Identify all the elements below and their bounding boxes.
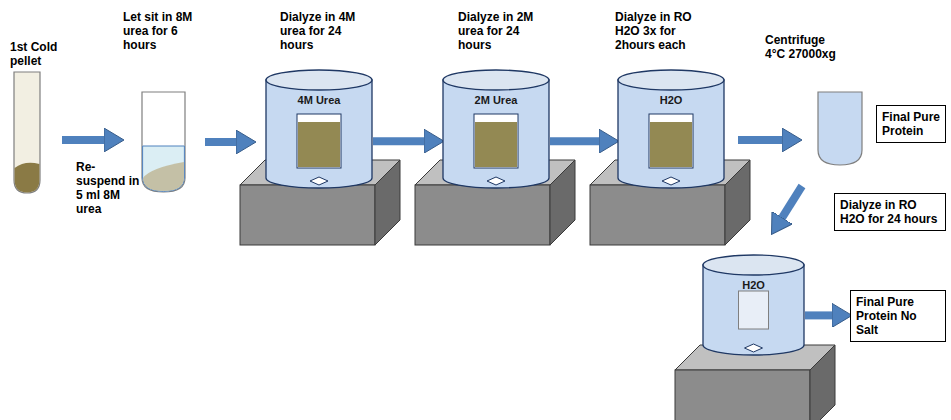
box-text: Final Pure Protein bbox=[882, 110, 940, 138]
box-text: Final Pure Protein No Salt bbox=[856, 295, 940, 337]
solution-label: 4M Urea bbox=[265, 93, 373, 107]
process-arrow bbox=[373, 137, 428, 145]
step-label: Dialyze in 2M urea for 24 hours bbox=[458, 10, 548, 52]
beaker-rim bbox=[443, 70, 549, 90]
step-label: Let sit in 8M urea for 6 hours bbox=[123, 10, 209, 52]
process-arrow bbox=[550, 137, 603, 145]
beaker-body bbox=[703, 265, 804, 355]
dialysis-beaker: 2M Urea bbox=[442, 68, 550, 190]
protein-solution bbox=[298, 122, 340, 167]
beaker-rim bbox=[266, 70, 372, 90]
protein-solution bbox=[650, 122, 692, 167]
dialysis-bag bbox=[297, 114, 341, 168]
beaker-body bbox=[618, 80, 724, 188]
solution-label: 2M Urea bbox=[442, 93, 550, 107]
beaker-rim bbox=[703, 255, 804, 275]
beaker-body bbox=[443, 80, 549, 188]
stir-bar bbox=[662, 177, 680, 185]
dialysis-bag bbox=[649, 114, 693, 168]
stir-bar bbox=[745, 344, 763, 352]
process-arrow bbox=[738, 136, 786, 144]
beaker-outline bbox=[442, 68, 550, 190]
process-box: Final Pure Protein bbox=[876, 105, 946, 143]
dialysis-beaker: H2O bbox=[702, 253, 805, 357]
dialysis-bag bbox=[474, 114, 518, 168]
step-label: Dialyze in RO H2O 3x for 2hours each bbox=[615, 10, 715, 52]
box-text: Dialyze in RO H2O for 24 hours bbox=[840, 198, 940, 226]
process-arrow bbox=[62, 136, 108, 144]
step-label: Centrifuge 4°C 27000xg bbox=[765, 33, 845, 61]
beaker-outline bbox=[702, 253, 805, 357]
dialysis-beaker: H2O bbox=[617, 68, 725, 190]
beaker-outline bbox=[617, 68, 725, 190]
step-label: Re-suspend in 5 ml 8M urea bbox=[76, 160, 142, 216]
final-tube bbox=[818, 92, 862, 165]
process-arrow bbox=[805, 311, 836, 319]
process-arrow bbox=[780, 186, 802, 221]
step-label: 1st Cold pellet bbox=[10, 40, 70, 68]
beaker-outline bbox=[265, 68, 373, 190]
stir-plate bbox=[675, 345, 835, 420]
beaker-body bbox=[266, 80, 372, 188]
stir-bar bbox=[487, 177, 505, 185]
beaker-rim bbox=[618, 70, 724, 90]
pellet-tube bbox=[14, 72, 40, 193]
dialysis-bag bbox=[739, 291, 769, 329]
dialysis-beaker: 4M Urea bbox=[265, 68, 373, 190]
solution-label: H2O bbox=[617, 93, 725, 107]
protein-solution bbox=[475, 122, 517, 167]
process-box: Final Pure Protein No Salt bbox=[850, 290, 946, 342]
process-box: Dialyze in RO H2O for 24 hours bbox=[834, 193, 946, 231]
step-label: Dialyze in 4M urea for 24 hours bbox=[280, 10, 370, 52]
stir-bar bbox=[310, 177, 328, 185]
process-arrow bbox=[205, 138, 240, 146]
solution-label: H2O bbox=[702, 278, 805, 292]
urea-tube bbox=[142, 92, 185, 192]
